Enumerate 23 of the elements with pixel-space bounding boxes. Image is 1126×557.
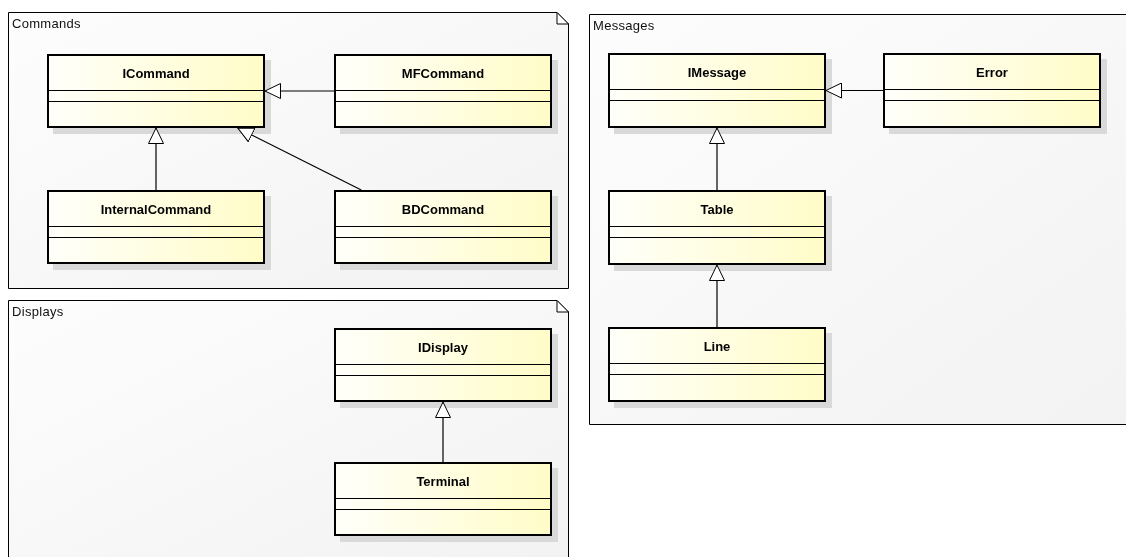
package-frame: [589, 14, 1126, 425]
class-name: Error: [976, 64, 1008, 80]
class-name: IMessage: [687, 64, 747, 80]
generalization-arrow: [709, 127, 725, 191]
generalization-arrow: [825, 82, 884, 99]
generalization-arrow: [435, 401, 451, 463]
generalization-arrow: [148, 127, 164, 191]
generalization-arrow: [237, 127, 362, 191]
class-name: Table: [700, 201, 734, 217]
class-name: Line: [703, 338, 731, 354]
generalization-arrow: [709, 264, 725, 328]
class-name: ICommand: [122, 65, 190, 81]
package-name: Displays: [12, 304, 64, 319]
class-name: Terminal: [416, 473, 470, 489]
package-frame: [8, 12, 569, 289]
class-name: BDCommand: [401, 201, 485, 217]
class-name: InternalCommand: [100, 201, 212, 217]
class-name: MFCommand: [401, 65, 485, 81]
package-name: Messages: [593, 18, 655, 33]
generalization-arrow: [264, 83, 335, 99]
package-frame: [8, 300, 569, 557]
package-name: Commands: [12, 16, 81, 31]
class-name: IDisplay: [418, 339, 468, 355]
